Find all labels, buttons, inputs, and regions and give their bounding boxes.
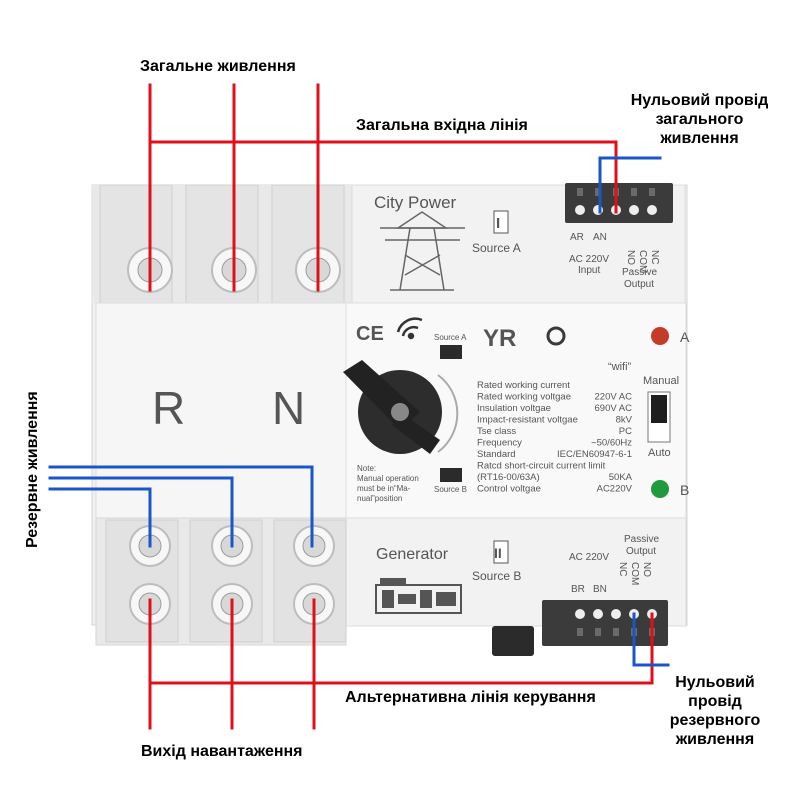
brand-logo: YR (483, 325, 516, 352)
spec-name: Standard (477, 449, 516, 460)
wifi-label: “wifi” (608, 361, 632, 373)
indicator-a-icon (651, 327, 669, 345)
svg-text:must be in“Ma-: must be in“Ma- (357, 484, 411, 493)
backup-power-label: Резервне живлення (24, 391, 41, 548)
an-label: AN (593, 232, 607, 243)
letter-r: R (152, 382, 185, 434)
brand-logo-icon (546, 326, 566, 346)
bottom-nc-label: NC (617, 562, 628, 576)
bn-label: BN (593, 584, 607, 595)
top-output-label: Output (624, 279, 654, 290)
spec-value: PC (619, 426, 632, 437)
bottom-ac-input-label: AC 220V (569, 552, 609, 563)
alt-control-line-wire (148, 612, 654, 685)
spec-name: Tse class (477, 426, 516, 437)
svg-text:Note:: Note: (357, 464, 376, 473)
din-rail-clip (492, 626, 534, 656)
generator-label: Generator (376, 546, 449, 563)
bottom-control-terminal-block (542, 600, 668, 646)
spec-name: Insulation voltgae (477, 403, 551, 414)
small-source-a: Source A (434, 333, 467, 342)
small-source-b: Source B (434, 485, 467, 494)
com-label: COM (637, 250, 648, 273)
bottom-output-label: Output (626, 546, 656, 557)
main-power-label: Загальне живлення (140, 58, 296, 75)
source-a-label: Source A (472, 241, 521, 255)
generator-icon (375, 578, 462, 614)
spec-name: Rated working current (477, 380, 570, 391)
spec-name: Rated working voltgae (477, 392, 571, 403)
svg-text:Manual operation: Manual operation (357, 474, 419, 483)
indicator-b-label: B (680, 482, 689, 498)
backup-power-wire (48, 465, 314, 548)
source-b-label: Source B (472, 569, 521, 583)
backup-power-wire (48, 487, 152, 548)
letter-n: N (272, 382, 305, 434)
screw-icon (293, 525, 335, 567)
spec-name: Control voltgae (477, 484, 541, 495)
numeral-two: II (494, 545, 502, 561)
top-passive-label: Passive (622, 267, 657, 278)
source-b-window (440, 468, 462, 482)
spec-value: 50KA (609, 472, 633, 483)
wifi-icon (396, 317, 423, 340)
ce-mark: CE (356, 323, 384, 345)
top-ac-input-label: AC 220V (569, 254, 609, 265)
top-screw-terminals (99, 184, 345, 304)
note-text: Note: Manual operation must be in“Ma- nu… (357, 464, 419, 503)
spec-name: Impact-resistant voltgae (477, 415, 578, 426)
bottom-passive-label: Passive (624, 534, 659, 545)
rotation-arrow-icon (437, 374, 459, 453)
top-control-terminal-block (565, 183, 673, 223)
manual-label: Manual (643, 375, 679, 387)
nc-label: NC (649, 250, 660, 264)
main-input-line-wire (148, 140, 618, 214)
auto-label: Auto (648, 447, 671, 459)
transfer-switch-device: City Power I Source A AR AN NO COM NC AC… (91, 183, 690, 656)
spec-value: 220V AC (595, 392, 633, 403)
alt-control-line-label: Альтернативна лінія керування (345, 689, 596, 706)
br-label: BR (571, 584, 585, 595)
main-input-line-label: Загальна вхідна лінія (356, 117, 528, 134)
rotary-knob-icon (343, 360, 442, 454)
neutral-main-label: Нульовий провід загального живлення (630, 92, 769, 147)
wires (48, 83, 670, 730)
bottom-screw-terminals (105, 519, 347, 643)
main-neutral-wire (598, 156, 662, 214)
spec-value: 690V AC (595, 403, 633, 414)
city-power-label: City Power (374, 193, 457, 212)
bottom-com-label: COM (629, 562, 640, 585)
spec-name: Ratcd short-circuit current limit (477, 461, 606, 472)
spec-value: IEC/EN60947-6-1 (557, 449, 632, 460)
source-a-window (440, 345, 462, 359)
source-b-badge (493, 540, 509, 564)
indicator-a-label: A (680, 329, 690, 345)
ar-label: AR (570, 232, 584, 243)
neutral-backup-label: Нульовий провід резервного живлення (669, 674, 761, 748)
power-tower-icon (380, 211, 465, 291)
indicator-b-icon (651, 480, 669, 498)
no-label: NO (625, 250, 636, 265)
spec-name: (RT16-00/63A) (477, 472, 540, 483)
load-output-label: Вихід навантаження (141, 743, 303, 760)
middle-left-panel (95, 302, 347, 519)
spec-name: Frequency (477, 438, 522, 449)
bottom-no-label: NO (641, 562, 652, 577)
spec-value: 8kV (616, 415, 633, 426)
backup-neutral-wire (632, 612, 670, 667)
svg-text:nual”position: nual”position (357, 494, 402, 503)
spec-value: ~50/60Hz (591, 438, 632, 449)
source-a-badge (493, 210, 509, 234)
top-input-label: Input (578, 265, 600, 276)
spec-value: AC220V (597, 484, 633, 495)
numeral-one: I (496, 215, 500, 232)
backup-power-wire (48, 476, 234, 548)
